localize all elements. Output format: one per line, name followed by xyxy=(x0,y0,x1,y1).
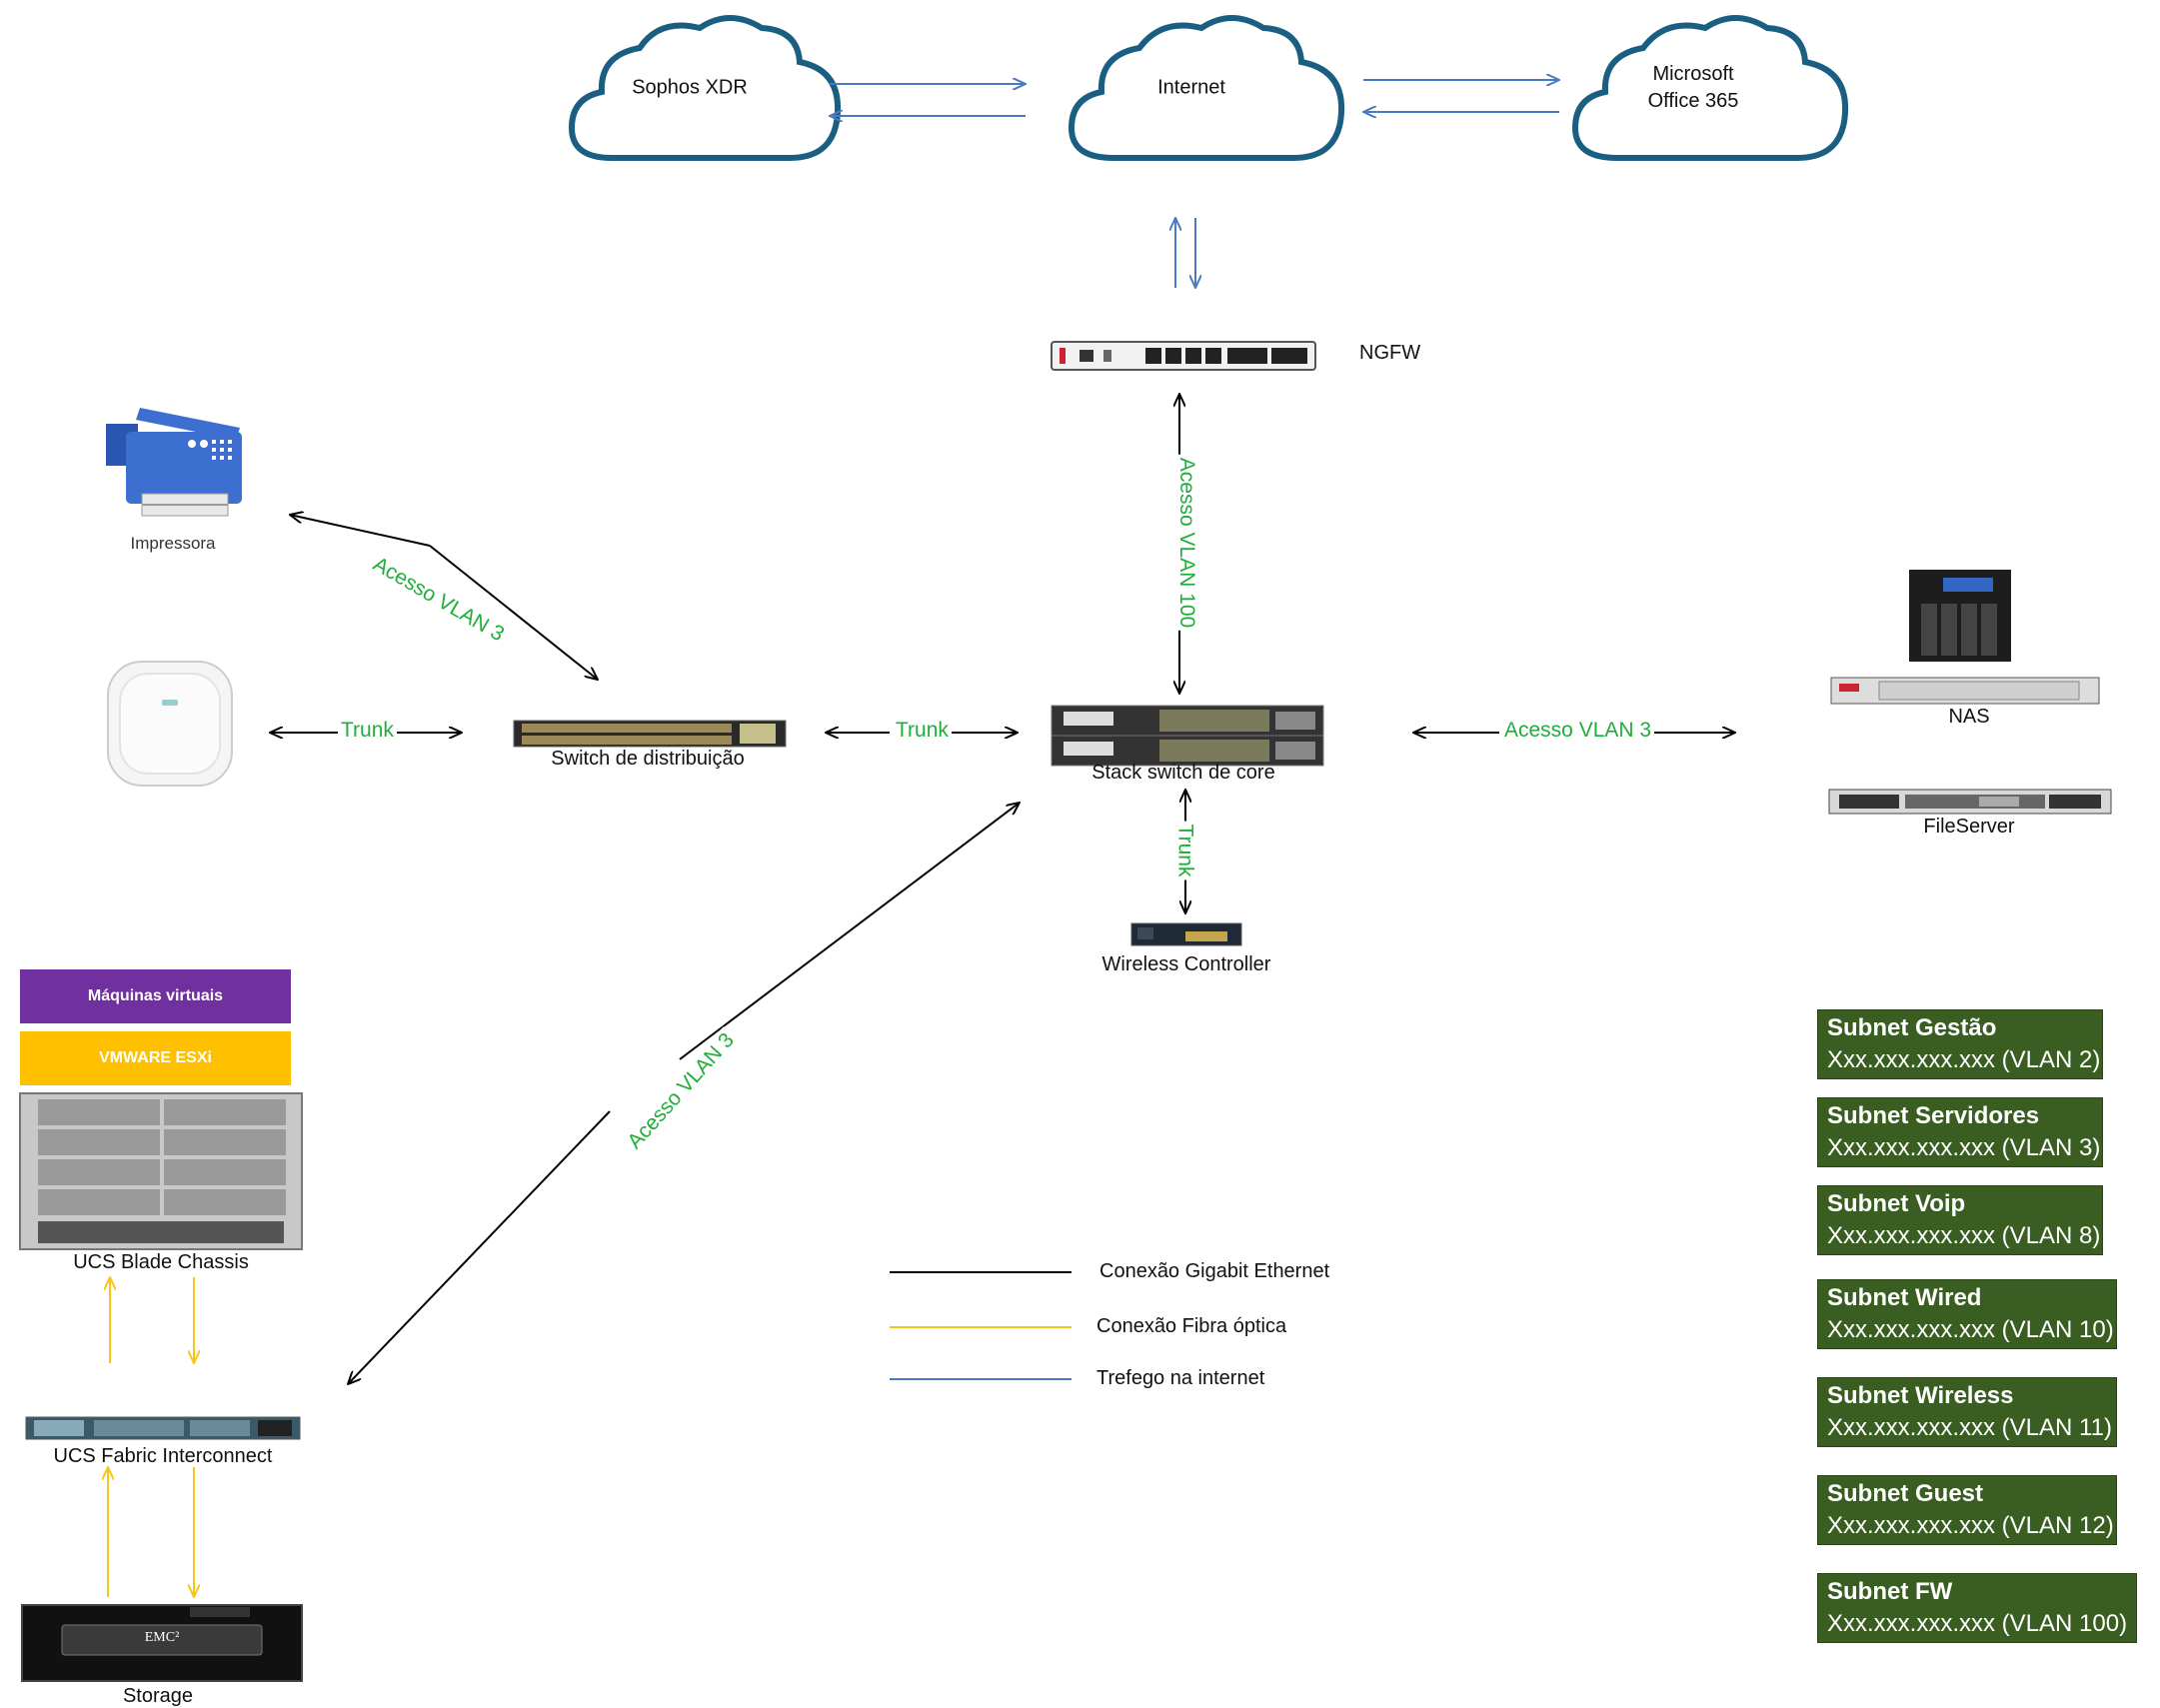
legend-lines xyxy=(890,1271,1072,1380)
link-label-ap-dist: Trunk xyxy=(338,719,397,743)
cloud-office365 xyxy=(1571,15,1849,161)
subnet-range: Xxx.xxx.xxx.xxx (VLAN 100) xyxy=(1827,1610,2128,1637)
ethernet-links xyxy=(270,394,1735,1384)
printer-device xyxy=(106,408,242,517)
subnet-range: Xxx.xxx.xxx.xxx (VLAN 10) xyxy=(1827,1316,2114,1343)
ucs-fabric-label: UCS Fabric Interconnect xyxy=(53,1445,273,1467)
legend-label-internet: Trefego na internet xyxy=(1096,1367,1265,1389)
link-label-core-servers: Acesso VLAN 3 xyxy=(1501,719,1655,743)
core-switch-stack-device xyxy=(1051,705,1324,767)
subnet-title: Subnet Gestão xyxy=(1827,1014,1997,1041)
ucs-chassis-label: UCS Blade Chassis xyxy=(73,1251,249,1273)
subnet-title: Subnet Wireless xyxy=(1827,1382,2014,1409)
subnet-title: Subnet Servidores xyxy=(1827,1102,2040,1129)
subnet-range: Xxx.xxx.xxx.xxx (VLAN 11) xyxy=(1827,1414,2112,1441)
wireless-controller-label: Wireless Controller xyxy=(1101,953,1271,975)
storage-device xyxy=(21,1604,303,1682)
storage-label: Storage xyxy=(122,1685,194,1707)
nas-device xyxy=(1830,570,2100,705)
legend-label-ethernet: Conexão Gigabit Ethernet xyxy=(1099,1260,1330,1282)
printer-label: Impressora xyxy=(130,534,216,553)
subnet-box-wired: Subnet Wired Xxx.xxx.xxx.xxx (VLAN 10) xyxy=(1817,1279,2117,1349)
subnet-box-wireless: Subnet Wireless Xxx.xxx.xxx.xxx (VLAN 11… xyxy=(1817,1377,2117,1447)
ngfw-device xyxy=(1051,341,1316,371)
ngfw-label: NGFW xyxy=(1359,342,1421,364)
subnet-title: Subnet Voip xyxy=(1827,1190,1966,1217)
subnet-box-servidores: Subnet Servidores Xxx.xxx.xxx.xxx (VLAN … xyxy=(1817,1097,2103,1167)
internet-traffic-links xyxy=(830,80,1559,288)
core-switch-label: Stack switch de core xyxy=(1091,762,1275,784)
cloud-label-office365-line2: Office 365 xyxy=(1647,90,1739,112)
subnet-box-guest: Subnet Guest Xxx.xxx.xxx.xxx (VLAN 12) xyxy=(1817,1475,2117,1545)
subnet-box-voip: Subnet Voip Xxx.xxx.xxx.xxx (VLAN 8) xyxy=(1817,1185,2103,1255)
cloud-label-office365: Microsoft Office 365 xyxy=(1648,61,1739,115)
distribution-switch-device xyxy=(513,720,787,748)
link-label-core-wlc: Trunk xyxy=(1172,821,1197,880)
fiber-links xyxy=(108,1277,194,1597)
esxi-layer-box: VMWARE ESXi xyxy=(20,1031,291,1085)
vm-layer-box: Máquinas virtuais xyxy=(20,969,291,1023)
cloud-internet xyxy=(1068,15,1345,161)
fileserver-device xyxy=(1828,789,2112,815)
subnet-title: Subnet Guest xyxy=(1827,1480,1984,1507)
link-label-dist-core: Trunk xyxy=(893,719,952,743)
subnet-box-gestao: Subnet Gestão Xxx.xxx.xxx.xxx (VLAN 2) xyxy=(1817,1009,2103,1079)
nas-label: NAS xyxy=(1948,706,1990,728)
ucs-blade-chassis-device xyxy=(19,1092,303,1250)
legend-label-fiber: Conexão Fibra óptica xyxy=(1096,1315,1287,1337)
subnet-range: Xxx.xxx.xxx.xxx (VLAN 8) xyxy=(1827,1222,2101,1249)
cloud-label-internet: Internet xyxy=(1157,76,1225,99)
distribution-switch-label: Switch de distribuição xyxy=(551,748,745,770)
ucs-fabric-interconnect-device xyxy=(25,1416,301,1440)
subnet-range: Xxx.xxx.xxx.xxx (VLAN 12) xyxy=(1827,1512,2114,1539)
fileserver-label: FileServer xyxy=(1923,816,2015,838)
cloud-sophos xyxy=(568,15,842,161)
cloud-label-sophos: Sophos XDR xyxy=(632,76,748,99)
access-point-device xyxy=(107,661,233,787)
subnet-box-fw: Subnet FW Xxx.xxx.xxx.xxx (VLAN 100) xyxy=(1817,1573,2137,1643)
subnet-title: Subnet Wired xyxy=(1827,1284,1982,1311)
link-label-core-ngfw: Acesso VLAN 100 xyxy=(1174,454,1199,632)
storage-brand-logo: EMC² xyxy=(144,1630,180,1645)
subnet-range: Xxx.xxx.xxx.xxx (VLAN 3) xyxy=(1827,1134,2101,1161)
wireless-controller-device xyxy=(1130,922,1242,946)
cloud-label-office365-line1: Microsoft xyxy=(1652,63,1734,85)
subnet-range: Xxx.xxx.xxx.xxx (VLAN 2) xyxy=(1827,1046,2101,1073)
subnet-title: Subnet FW xyxy=(1827,1578,1953,1605)
